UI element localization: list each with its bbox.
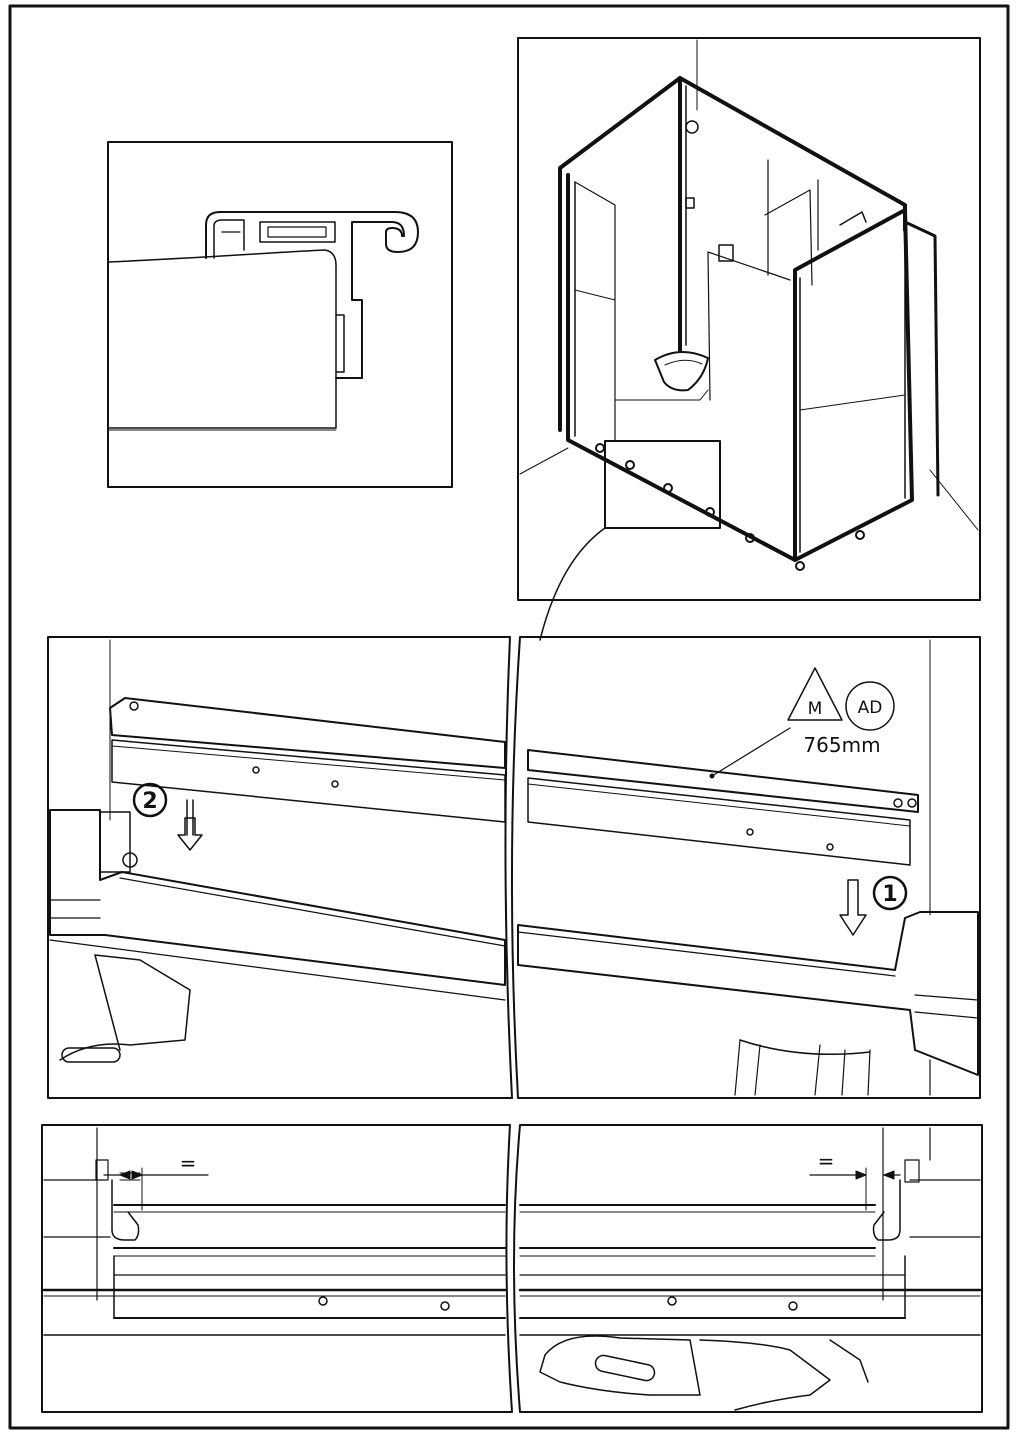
rail-installation-detail: 2 1 M AD 765mm xyxy=(47,636,981,1099)
step-1-marker xyxy=(872,875,908,911)
cabin-overview xyxy=(517,37,981,601)
svg-text:AD: AD xyxy=(858,698,883,718)
tool-triangle-icon xyxy=(787,667,843,721)
measurement-symbol: M AD 765mm xyxy=(709,667,895,779)
spacing-detail: = = xyxy=(41,1124,983,1413)
step-2-label: 2 xyxy=(142,789,157,814)
equal-mark-right: = xyxy=(818,1149,835,1173)
equal-mark-left: = xyxy=(180,1151,197,1175)
zoom-leader xyxy=(539,527,606,641)
assembly-circle-icon xyxy=(845,681,895,731)
rail-left xyxy=(109,697,506,823)
step-1-label: 1 xyxy=(882,882,897,907)
svg-text:M: M xyxy=(808,699,823,719)
dimension-label: 765mm xyxy=(803,733,880,757)
page-border xyxy=(8,4,1010,1430)
rail-right xyxy=(527,749,919,866)
detail-profile-inset xyxy=(107,141,453,488)
step-2-marker xyxy=(132,782,168,818)
step-2-down-arrow xyxy=(177,817,203,851)
zoom-region xyxy=(604,440,721,529)
step-1-down-arrow xyxy=(839,879,867,936)
